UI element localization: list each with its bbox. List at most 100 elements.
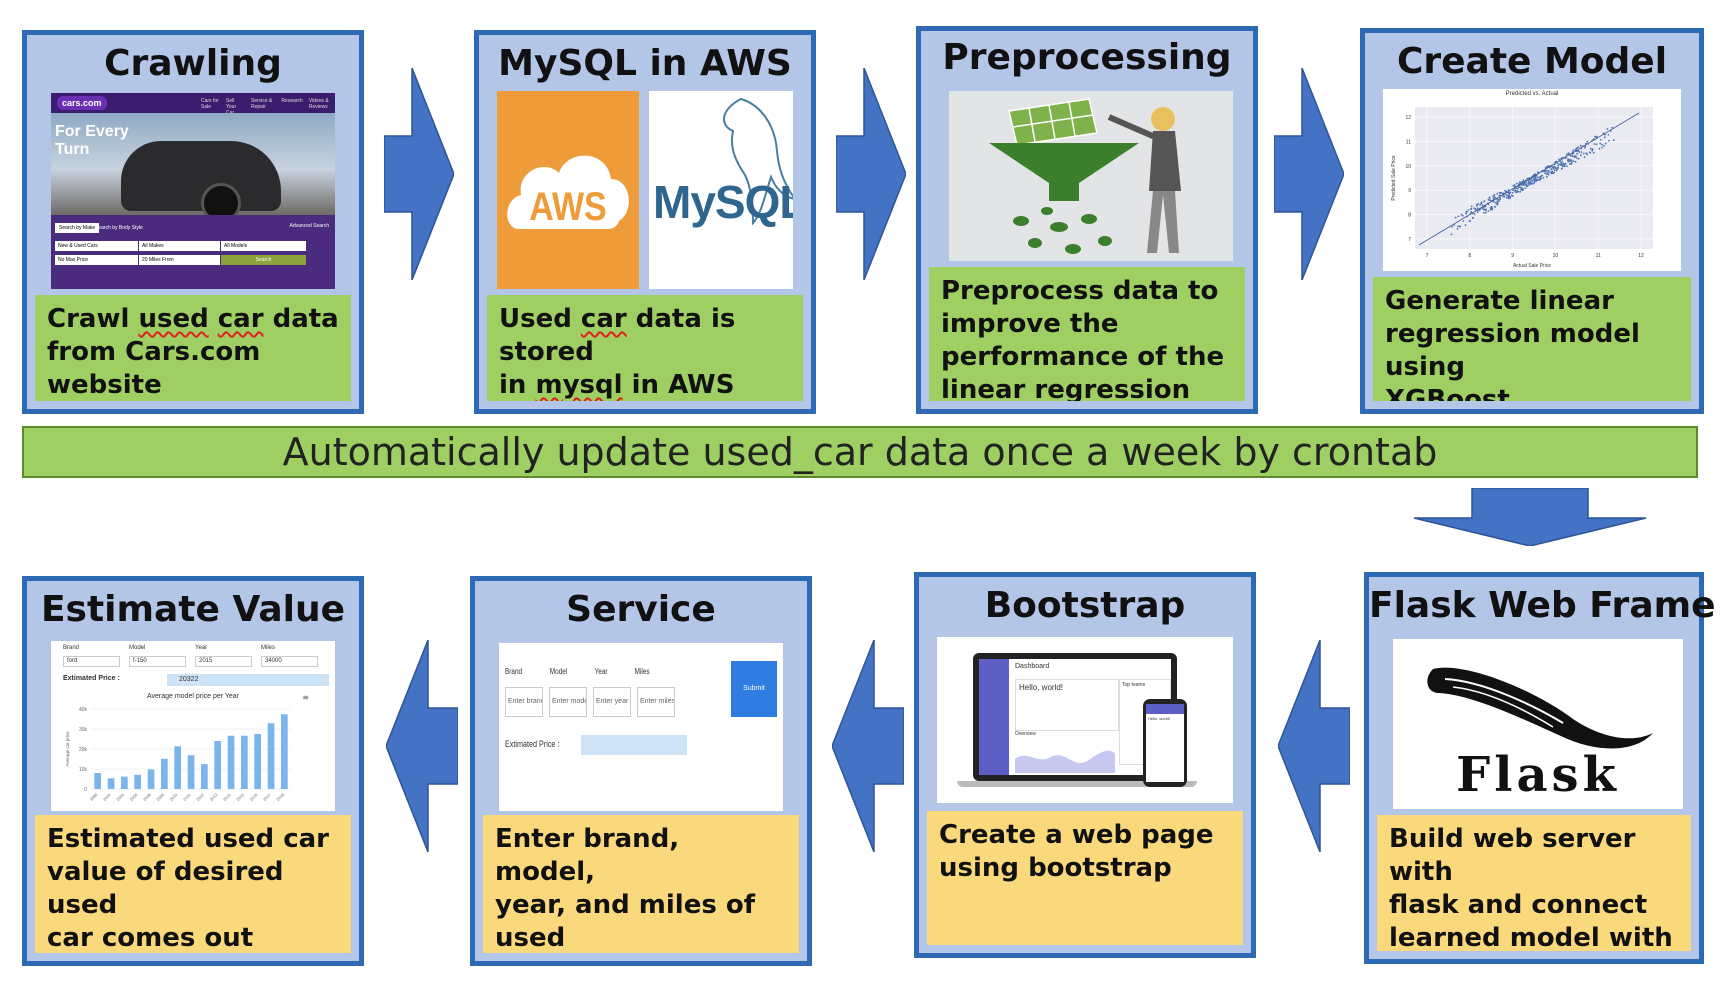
search-tab[interactable]: Search by Body Style xyxy=(95,225,143,231)
model-input[interactable]: Enter model xyxy=(549,687,587,717)
scatter-point xyxy=(1589,147,1592,150)
x-tick-label: 2009 xyxy=(155,792,165,802)
form-label: Year xyxy=(195,645,208,651)
arrow-right-icon xyxy=(1274,68,1344,280)
arrow-left-icon xyxy=(386,640,458,852)
scatter-point xyxy=(1545,170,1548,172)
step-description: Estimated used car value of desired used… xyxy=(35,815,351,953)
scatter-point xyxy=(1498,194,1501,197)
scatter-point xyxy=(1536,176,1539,178)
advanced-search-link[interactable]: Advanced Search xyxy=(289,223,329,229)
scatter-point xyxy=(1611,126,1614,129)
search-field[interactable]: All Makes xyxy=(139,241,220,251)
scatter-point xyxy=(1505,193,1507,196)
desc-line: from Cars.com website xyxy=(47,337,261,400)
form-label: Year xyxy=(594,667,608,676)
flask-logo: Flask xyxy=(1393,639,1683,809)
bar xyxy=(254,733,261,789)
scatter-point xyxy=(1484,211,1487,214)
step-title: MySQL in AWS xyxy=(498,43,792,84)
scatter-point xyxy=(1459,225,1461,228)
arrow-right-icon xyxy=(384,68,454,280)
arrow-left-icon xyxy=(1278,640,1350,852)
funnel-icon xyxy=(989,98,1181,254)
estimate-result-screenshot: Brand Model Year Miles ford f-150 2015 3… xyxy=(51,641,335,811)
desc-line: in mysql in AWS xyxy=(499,370,735,400)
overview-label: Overview xyxy=(1015,731,1036,737)
scatter-point xyxy=(1577,146,1580,149)
desc-line: Estimated used car xyxy=(47,824,330,854)
step-title: Crawling xyxy=(104,43,282,84)
step-title: Estimate Value xyxy=(40,589,346,630)
scatter-point xyxy=(1527,182,1530,185)
scatter-point xyxy=(1527,179,1530,182)
scatter-point xyxy=(1574,155,1577,157)
scatter-point xyxy=(1465,211,1468,214)
y-tick-label: 8 xyxy=(1408,213,1411,219)
search-field[interactable]: All Models xyxy=(221,241,306,251)
step-bootstrap: Bootstrap Dashboard Hello, world! Top te… xyxy=(914,572,1256,958)
search-field[interactable]: No Max Price xyxy=(55,255,138,265)
x-tick-label: 2004 xyxy=(102,792,112,802)
scatter-point xyxy=(1544,172,1546,175)
year-input[interactable]: Enter year xyxy=(593,687,631,717)
scatter-title: Predicted vs. Actual xyxy=(1505,91,1559,97)
hello-card: Hello, world! xyxy=(1015,679,1119,731)
scatter-point xyxy=(1550,171,1553,174)
scatter-point xyxy=(1589,151,1592,154)
form-value[interactable]: f-150 xyxy=(129,656,186,667)
cars-website-screenshot: cars.com Cars for Sale Sell Your Car Ser… xyxy=(51,93,335,289)
scatter-point xyxy=(1481,204,1484,207)
scatter-point xyxy=(1490,208,1493,211)
scatter-point xyxy=(1519,191,1522,193)
scatter-point xyxy=(1572,160,1575,162)
step-title: Flask Web Frame xyxy=(1369,585,1716,626)
scatter-point xyxy=(1567,158,1569,160)
step-mysql-aws: MySQL in AWS AWS MySQL Used car data is … xyxy=(474,30,816,414)
scatter-point xyxy=(1515,182,1518,185)
scatter-point xyxy=(1495,202,1498,205)
desc-line: linear regression model xyxy=(941,375,1191,401)
submit-button[interactable]: Submit xyxy=(731,661,777,717)
scatter-point xyxy=(1451,225,1453,228)
bar xyxy=(214,741,221,789)
dashboard-title: Dashboard xyxy=(1015,663,1050,670)
scatter-point xyxy=(1479,204,1481,206)
scatter-point xyxy=(1572,149,1575,152)
menu-icon[interactable]: ≡ xyxy=(302,693,309,702)
form-value[interactable]: 34000 xyxy=(261,656,318,667)
step-flask-web-frame: Flask Web Frame Flask Build web server w… xyxy=(1364,572,1716,964)
scatter-point xyxy=(1579,154,1582,157)
brand-input[interactable]: Enter brand xyxy=(505,687,543,717)
x-tick-label: 8 xyxy=(1468,253,1471,259)
scatter-point xyxy=(1580,151,1583,154)
bar xyxy=(147,769,155,789)
desc-line: Create a web page xyxy=(939,820,1214,850)
scatter-point xyxy=(1542,177,1545,179)
bootstrap-devices-image: Dashboard Hello, world! Top teams Overvi… xyxy=(937,637,1233,803)
scatter-point xyxy=(1547,170,1550,172)
arrow-left-icon xyxy=(832,640,904,852)
search-field[interactable]: New & Used Cars xyxy=(55,241,138,251)
search-button[interactable]: Search xyxy=(221,255,306,265)
scatter-point xyxy=(1460,213,1463,216)
step-description: Enter brand, model, year, and miles of u… xyxy=(483,815,799,953)
scatter-point xyxy=(1598,147,1601,150)
scatter-point xyxy=(1480,201,1483,204)
y-tick-label: 40k xyxy=(79,707,88,713)
flask-wordmark: Flask xyxy=(1456,747,1620,803)
x-tick-label: 11 xyxy=(1596,253,1601,259)
search-tab[interactable]: Search by Make xyxy=(55,223,100,233)
form-value[interactable]: 2015 xyxy=(195,656,252,667)
form-value[interactable]: ford xyxy=(63,656,120,667)
arrow-right-icon xyxy=(836,68,906,280)
miles-input[interactable]: Enter miles xyxy=(637,687,675,717)
y-tick-label: 10k xyxy=(79,767,88,773)
y-tick-label: 0 xyxy=(84,787,87,793)
search-field[interactable]: 20 Miles From xyxy=(139,255,220,265)
scatter-point xyxy=(1457,225,1459,228)
scatter-point xyxy=(1577,150,1580,152)
scatter-point xyxy=(1478,209,1481,211)
scatter-point xyxy=(1537,171,1539,174)
